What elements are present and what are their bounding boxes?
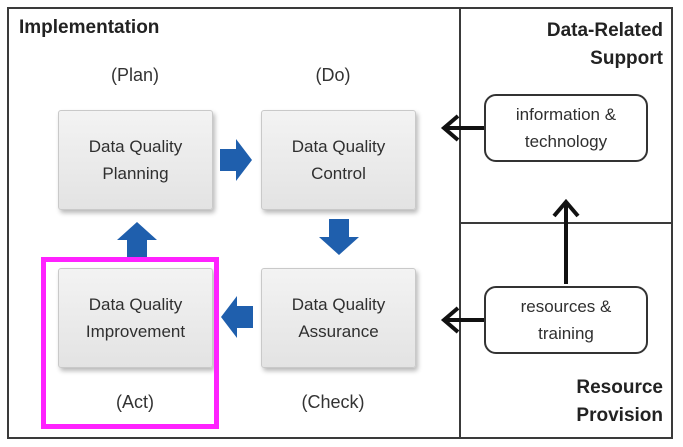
arrow-resources-to-assurance: [440, 306, 484, 334]
box-label-line1: Data Quality: [291, 137, 386, 156]
pill-label-line1: resources &: [520, 297, 612, 316]
data-quality-control-box: Data Quality Control: [261, 110, 416, 210]
implementation-title: Implementation: [19, 17, 160, 38]
phase-act-label: (Act): [116, 392, 154, 412]
provision-title-line1: Resource: [576, 377, 663, 398]
provision-title: Resource Provision: [576, 374, 663, 430]
box-label-line2: Planning: [102, 164, 169, 183]
arrow-check-to-act: [221, 296, 253, 338]
phase-plan-label: (Plan): [110, 65, 159, 85]
arrow-plan-to-do: [220, 139, 252, 181]
support-title-line1: Data-Related: [546, 20, 663, 41]
support-title: Data-Related Support: [547, 17, 663, 73]
information-technology-box: information & technology: [484, 94, 648, 162]
pill-label-line2: technology: [524, 132, 608, 151]
pill-label-line2: training: [538, 324, 594, 343]
provision-title-line2: Provision: [576, 405, 663, 426]
arrow-act-to-plan: [117, 222, 157, 258]
box-label-line2: Improvement: [85, 322, 186, 341]
resources-training-box: resources & training: [484, 286, 648, 354]
box-label-line2: Assurance: [298, 322, 379, 341]
arrow-resources-to-information: [552, 198, 580, 284]
box-label-line1: Data Quality: [88, 137, 183, 156]
phase-do-label: (Do): [315, 65, 351, 85]
box-label-line2: Control: [311, 164, 366, 183]
data-quality-planning-box: Data Quality Planning: [58, 110, 213, 210]
pill-label-line1: information &: [515, 105, 617, 124]
data-quality-improvement-box: Data Quality Improvement: [58, 268, 213, 368]
support-title-line2: Support: [590, 48, 663, 69]
arrow-do-to-check: [319, 219, 359, 255]
box-label-line1: Data Quality: [291, 295, 386, 314]
improvement-highlight-box: [41, 257, 219, 429]
arrow-support-to-control: [440, 114, 484, 142]
box-label-line1: Data Quality: [88, 295, 183, 314]
data-quality-assurance-box: Data Quality Assurance: [261, 268, 416, 368]
phase-check-label: (Check): [301, 392, 365, 412]
